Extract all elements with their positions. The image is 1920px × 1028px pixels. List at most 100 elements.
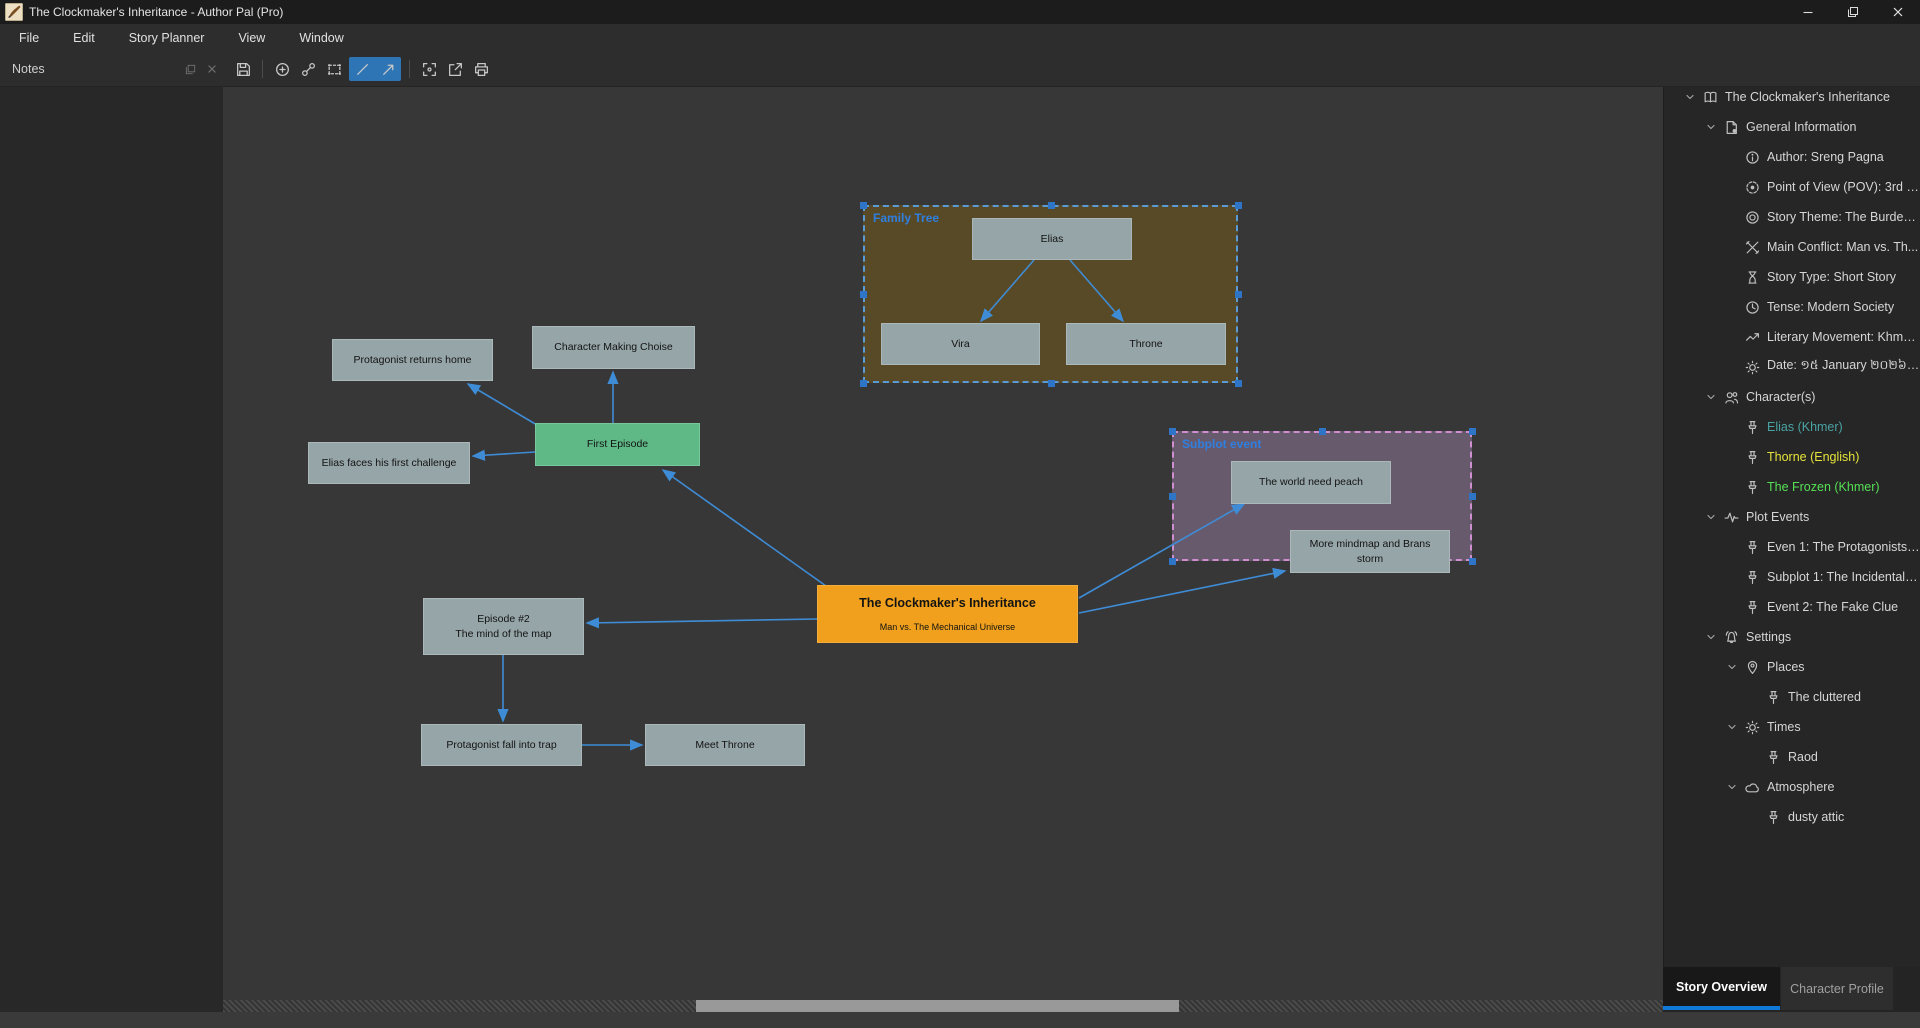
- fit-screen-button[interactable]: [416, 57, 442, 81]
- notes-panel[interactable]: [0, 86, 224, 1012]
- menu-item-story-planner[interactable]: Story Planner: [128, 31, 205, 45]
- tree-item-thorne-english[interactable]: Thorne (English): [1664, 442, 1920, 472]
- tree-item-date-january-0[interactable]: Date: ១៥ January ២០២៦ 0...: [1664, 352, 1920, 382]
- print-button[interactable]: [468, 57, 494, 81]
- mindmap-node-meet-throne[interactable]: Meet Throne: [645, 724, 805, 766]
- tree-item-subplot-1-the-incidental-l[interactable]: Subplot 1: The Incidental L...: [1664, 562, 1920, 592]
- mindmap-node-trap[interactable]: Protagonist fall into trap: [421, 724, 582, 766]
- mindmap-node-first-episode[interactable]: First Episode: [535, 423, 700, 466]
- menu-item-window[interactable]: Window: [299, 31, 344, 45]
- tree-item-atmosphere[interactable]: Atmosphere: [1664, 772, 1920, 802]
- chevron-down-icon[interactable]: [1719, 662, 1745, 672]
- minimize-button[interactable]: [1785, 0, 1830, 24]
- chevron-down-icon[interactable]: [1698, 392, 1724, 402]
- restore-button[interactable]: [1830, 0, 1875, 24]
- selection-handle[interactable]: [1235, 291, 1242, 298]
- pin-icon: [1745, 480, 1767, 495]
- scrollbar-thumb[interactable]: [696, 1000, 1179, 1012]
- chevron-down-icon[interactable]: [1698, 632, 1724, 642]
- selection-handle[interactable]: [1169, 493, 1176, 500]
- edge-line[interactable]: [1078, 567, 1287, 614]
- mindmap-node-peach[interactable]: The world need peach: [1231, 461, 1391, 504]
- tree-item-dusty-attic[interactable]: dusty attic: [1664, 802, 1920, 832]
- menu-item-file[interactable]: File: [19, 31, 40, 45]
- menu-item-view[interactable]: View: [238, 31, 266, 45]
- tree-item-tense-modern-society[interactable]: Tense: Modern Society: [1664, 292, 1920, 322]
- chevron-down-icon[interactable]: [1677, 92, 1703, 102]
- toolbar-separator: [409, 60, 410, 78]
- tree-item-point-of-view-pov-3rd-p[interactable]: Point of View (POV): 3rd P...: [1664, 172, 1920, 202]
- selection-handle[interactable]: [1469, 558, 1476, 565]
- mindmap-node-throne[interactable]: Throne: [1066, 323, 1226, 365]
- close-button[interactable]: [1875, 0, 1920, 24]
- chevron-down-icon[interactable]: [1698, 512, 1724, 522]
- edge-line[interactable]: [471, 449, 536, 461]
- info-circle-icon: [1745, 150, 1767, 165]
- export-button[interactable]: [442, 57, 468, 81]
- tree-item-places[interactable]: Places: [1664, 652, 1920, 682]
- node-label: Throne: [1129, 337, 1163, 350]
- tab-story-overview[interactable]: Story Overview: [1663, 967, 1780, 1010]
- tree-item-story-type-short-story[interactable]: Story Type: Short Story: [1664, 262, 1920, 292]
- mindmap-node-vira[interactable]: Vira: [881, 323, 1040, 365]
- chevron-down-icon[interactable]: [1719, 722, 1745, 732]
- book-icon: [1703, 90, 1725, 105]
- tree-item-the-frozen-khmer[interactable]: The Frozen (Khmer): [1664, 472, 1920, 502]
- selection-handle[interactable]: [860, 291, 867, 298]
- selection-handle[interactable]: [1169, 428, 1176, 435]
- mindmap-node-choise[interactable]: Character Making Choise: [532, 326, 695, 369]
- selection-handle[interactable]: [1047, 380, 1055, 387]
- menu-bar: File Edit Story Planner View Window: [0, 24, 1920, 52]
- tree-item-main-conflict-man-vs-th[interactable]: Main Conflict: Man vs. Th...: [1664, 232, 1920, 262]
- tree-item-elias-khmer[interactable]: Elias (Khmer): [1664, 412, 1920, 442]
- tree-item-literary-movement-khme[interactable]: Literary Movement: Khme...: [1664, 322, 1920, 352]
- notes-close-icon[interactable]: [202, 59, 222, 79]
- pin-icon: [1745, 420, 1767, 435]
- tree-item-general-information[interactable]: General Information: [1664, 112, 1920, 142]
- mindmap-node-elias[interactable]: Elias: [972, 218, 1132, 260]
- tree-item-the-cluttered[interactable]: The cluttered: [1664, 682, 1920, 712]
- selection-handle[interactable]: [1235, 380, 1242, 387]
- marquee-button[interactable]: [321, 57, 347, 81]
- selection-handle[interactable]: [1235, 202, 1242, 209]
- notes-float-icon[interactable]: [180, 59, 200, 79]
- save-button[interactable]: [230, 57, 256, 81]
- selection-handle[interactable]: [1169, 558, 1176, 565]
- tree-item-times[interactable]: Times: [1664, 712, 1920, 742]
- menu-item-edit[interactable]: Edit: [73, 31, 95, 45]
- line-tool-button[interactable]: [349, 57, 375, 81]
- selection-handle[interactable]: [1469, 428, 1476, 435]
- tree-item-plot-events[interactable]: Plot Events: [1664, 502, 1920, 532]
- chevron-down-icon[interactable]: [1719, 782, 1745, 792]
- link-button[interactable]: [295, 57, 321, 81]
- tree-item-raod[interactable]: Raod: [1664, 742, 1920, 772]
- tree-item-character-s[interactable]: Character(s): [1664, 382, 1920, 412]
- edge-line[interactable]: [585, 617, 818, 629]
- zoom-in-button[interactable]: [269, 57, 295, 81]
- selection-handle[interactable]: [1469, 493, 1476, 500]
- edge-line[interactable]: [466, 383, 538, 426]
- horizontal-scrollbar[interactable]: [223, 1000, 1663, 1012]
- selection-handle[interactable]: [1047, 202, 1055, 209]
- arrow-tool-button[interactable]: [375, 57, 401, 81]
- tree-item-the-clockmaker-s-inheritance[interactable]: The Clockmaker's Inheritance: [1664, 82, 1920, 112]
- tree-item-event-2-the-fake-clue[interactable]: Event 2: The Fake Clue: [1664, 592, 1920, 622]
- tree-item-author-sreng-pagna[interactable]: Author: Sreng Pagna: [1664, 142, 1920, 172]
- selection-handle[interactable]: [860, 202, 867, 209]
- tree-item-settings[interactable]: Settings: [1664, 622, 1920, 652]
- tree-item-even-1-the-protagonists[interactable]: Even 1: The Protagonists' ...: [1664, 532, 1920, 562]
- mindmap-node-protagonist[interactable]: Protagonist returns home: [332, 339, 493, 381]
- selection-handle[interactable]: [860, 380, 867, 387]
- trend-icon: [1745, 330, 1767, 345]
- mindmap-node-challenge[interactable]: Elias faces his first challenge: [308, 442, 470, 484]
- tab-character-profile[interactable]: Character Profile: [1781, 967, 1893, 1010]
- mindmap-node-brans[interactable]: More mindmap and Brans storm: [1290, 530, 1450, 573]
- chevron-down-icon[interactable]: [1698, 122, 1724, 132]
- tree-item-story-theme-the-burden[interactable]: Story Theme: The Burden ...: [1664, 202, 1920, 232]
- selection-handle[interactable]: [1319, 428, 1326, 435]
- cloud-icon: [1745, 780, 1767, 795]
- edge-line[interactable]: [661, 469, 827, 587]
